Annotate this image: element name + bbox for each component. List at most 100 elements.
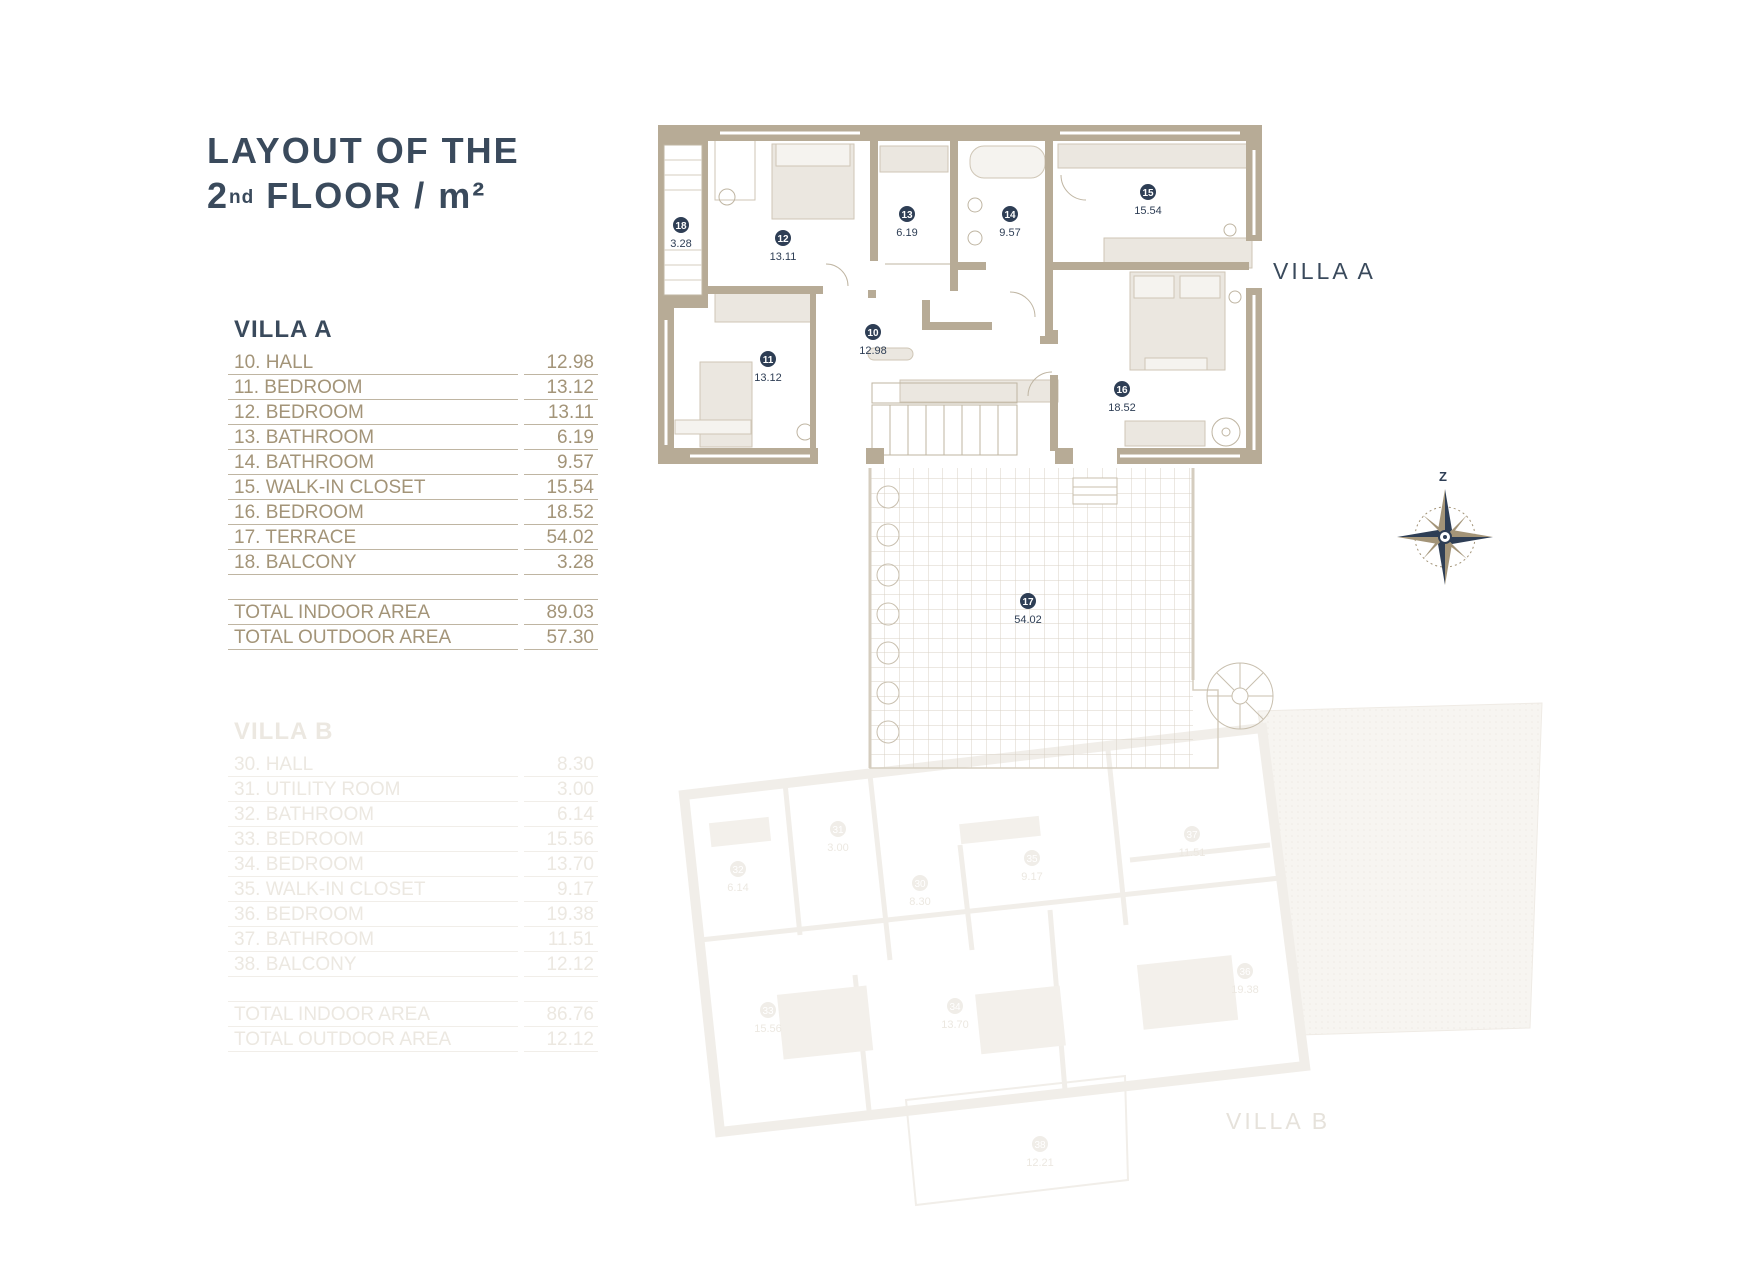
svg-text:19.38: 19.38 xyxy=(1231,984,1259,996)
villa-b-heading: VILLA B xyxy=(234,718,334,745)
svg-text:12.21: 12.21 xyxy=(1026,1157,1054,1169)
svg-text:9.57: 9.57 xyxy=(999,227,1020,239)
svg-text:35: 35 xyxy=(1026,854,1038,865)
villa-b-plan-label: VILLA B xyxy=(1226,1108,1331,1134)
room-marker-31: 313.00 xyxy=(827,821,849,854)
svg-text:30: 30 xyxy=(914,879,926,890)
villa-a-fixtures xyxy=(718,174,1242,447)
svg-text:6.19: 6.19 xyxy=(896,227,917,239)
svg-text:54.02: 54.02 xyxy=(1014,614,1042,626)
table-spacer-row xyxy=(228,977,598,1002)
terrace-steps xyxy=(1072,477,1118,505)
svg-text:33: 33 xyxy=(762,1006,774,1017)
svg-text:13.11: 13.11 xyxy=(770,251,797,263)
svg-text:11: 11 xyxy=(763,355,774,366)
title-line-2: 2nd FLOOR / m² xyxy=(207,175,487,216)
svg-text:13: 13 xyxy=(901,210,913,221)
svg-text:31: 31 xyxy=(832,825,844,836)
svg-text:9.17: 9.17 xyxy=(1021,871,1042,883)
villa-b-furniture xyxy=(708,815,1239,1060)
villa-b-roof-area xyxy=(1257,702,1543,1036)
svg-text:6.14: 6.14 xyxy=(727,882,748,894)
room-marker-14: 149.57 xyxy=(999,206,1021,239)
villa-a-plan-label: VILLA A xyxy=(1273,258,1376,284)
villa-b-balcony xyxy=(904,1074,1130,1207)
hall-staircase xyxy=(871,382,1018,456)
svg-text:3.28: 3.28 xyxy=(670,238,691,250)
villa-a-windows xyxy=(664,131,1256,458)
svg-text:32: 32 xyxy=(732,865,744,876)
svg-text:10: 10 xyxy=(867,328,879,339)
svg-text:11.51: 11.51 xyxy=(1179,847,1206,859)
svg-text:15: 15 xyxy=(1142,188,1154,199)
terrace-17 xyxy=(868,468,1274,769)
svg-text:13.12: 13.12 xyxy=(754,372,782,384)
room-marker-10: 10 12.98 xyxy=(859,324,887,357)
room-marker-33: 33 15.56 xyxy=(754,1002,782,1035)
spiral-staircase xyxy=(1206,662,1274,730)
svg-text:12.98: 12.98 xyxy=(859,345,887,357)
room-marker-11: 11 13.12 xyxy=(754,351,782,384)
svg-text:3.00: 3.00 xyxy=(827,842,848,854)
room-marker-13: 136.19 xyxy=(896,206,918,239)
title-line-1: LAYOUT OF THE xyxy=(207,130,520,171)
svg-text:13.70: 13.70 xyxy=(941,1019,969,1031)
terrace-plants xyxy=(876,485,900,744)
table-spacer-row xyxy=(228,575,598,600)
svg-text:18: 18 xyxy=(675,221,687,232)
compass-rose-icon: Z xyxy=(1397,469,1493,585)
svg-text:37: 37 xyxy=(1186,830,1198,841)
room-marker-18: 183.28 xyxy=(670,217,692,250)
room-marker-12: 12 13.11 xyxy=(770,230,797,263)
svg-text:8.30: 8.30 xyxy=(909,896,930,908)
svg-text:15.56: 15.56 xyxy=(754,1023,782,1035)
svg-text:34: 34 xyxy=(949,1002,961,1013)
room-marker-17: 17 54.02 xyxy=(1014,593,1042,626)
room-marker-15: 15 15.54 xyxy=(1134,184,1162,217)
svg-text:12: 12 xyxy=(777,234,789,245)
room-marker-30: 308.30 xyxy=(909,875,931,908)
room-marker-34: 34 13.70 xyxy=(941,998,969,1031)
page-title: LAYOUT OF THE 2nd FLOOR / m² xyxy=(207,128,520,218)
villa-b-interior-walls xyxy=(699,749,1281,1121)
villa-a-furniture xyxy=(674,139,1259,448)
svg-text:17: 17 xyxy=(1022,597,1034,608)
villa-a-floor-plan xyxy=(658,125,1262,464)
room-marker-37: 37 11.51 xyxy=(1179,826,1206,859)
room-marker-32: 326.14 xyxy=(727,861,749,894)
svg-text:15.54: 15.54 xyxy=(1134,205,1162,217)
room-marker-38: 38 12.21 xyxy=(1026,1136,1054,1169)
svg-text:38: 38 xyxy=(1034,1140,1046,1151)
compass-letter: Z xyxy=(1439,469,1447,484)
svg-text:16: 16 xyxy=(1116,385,1128,396)
svg-text:14: 14 xyxy=(1004,210,1016,221)
